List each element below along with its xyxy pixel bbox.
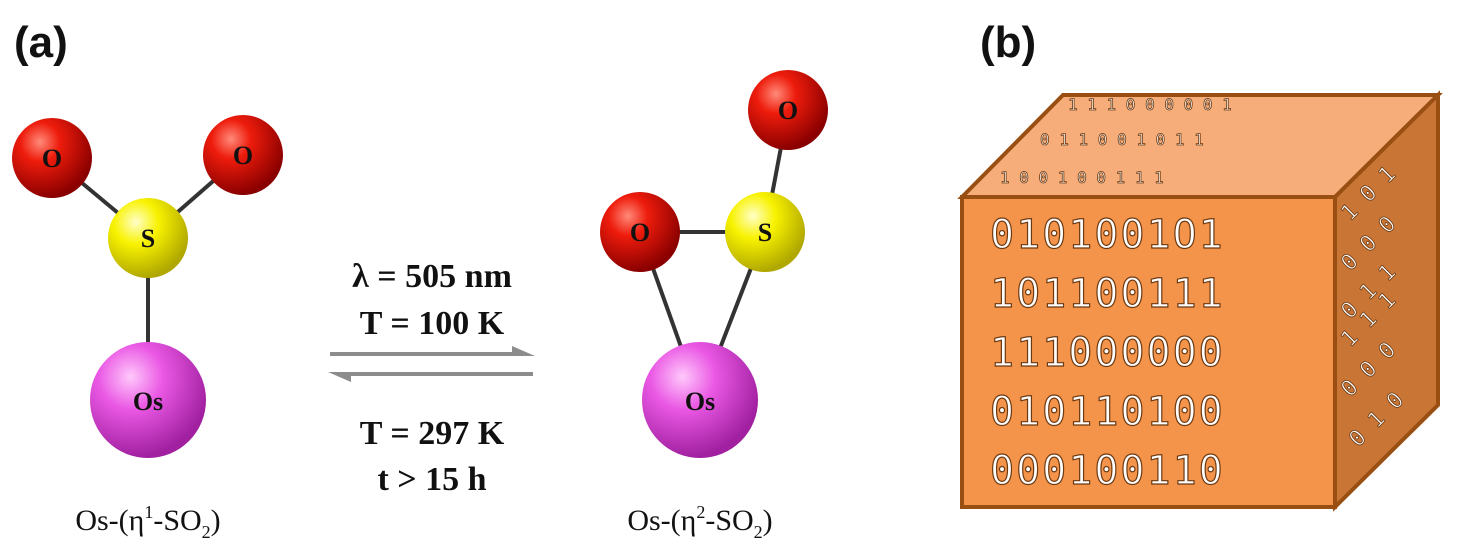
panel-label-a: (a) xyxy=(14,18,68,67)
cube-front-row: 010110100 xyxy=(990,389,1225,435)
reverse-time: t > 15 h xyxy=(377,461,486,498)
atom-label-s: S xyxy=(141,224,155,253)
binary-data-cube: 1 1 1 0 0 0 0 0 1 0 1 1 0 0 1 0 1 1 1 0 … xyxy=(957,90,1443,512)
atom-label-o: O xyxy=(233,141,253,170)
reverse-arrow xyxy=(328,372,533,382)
cube-front-face xyxy=(960,195,1337,509)
reverse-temperature: T = 297 K xyxy=(360,415,505,452)
forward-arrow xyxy=(330,346,535,356)
atom-label-o: O xyxy=(630,218,650,247)
forward-temperature: T = 100 K xyxy=(360,305,505,342)
forward-wavelength: λ = 505 nm xyxy=(352,258,512,295)
cube-top-row: 0 1 1 0 0 1 0 1 1 xyxy=(1040,130,1204,149)
oxygen-atom xyxy=(748,70,828,150)
osmium-atom xyxy=(90,342,206,458)
right-species-caption: Os-(η2-SO2) xyxy=(627,502,772,542)
left-species-caption: Os-(η1-SO2) xyxy=(75,502,220,542)
cube-front-row: 0101001O1 xyxy=(990,212,1225,258)
left-molecule: O O S Os xyxy=(12,115,283,458)
atom-label-os: Os xyxy=(685,387,715,416)
atom-label-o: O xyxy=(778,96,798,125)
cube-front-row: 111000000 xyxy=(990,330,1225,376)
cube-front-row: 000100110 xyxy=(990,448,1225,494)
atom-label-os: Os xyxy=(133,387,163,416)
atom-label-s: S xyxy=(758,218,772,247)
sulfur-atom xyxy=(108,198,188,278)
oxygen-atom xyxy=(12,118,92,198)
right-molecule: O O S Os xyxy=(600,70,828,458)
osmium-atom xyxy=(642,342,758,458)
sulfur-atom xyxy=(725,192,805,272)
cube-top-row: 1 0 0 1 0 0 1 1 1 xyxy=(1000,168,1164,187)
oxygen-atom xyxy=(600,192,680,272)
atom-label-o: O xyxy=(42,144,62,173)
cube-front-row: 101100111 xyxy=(990,271,1225,317)
panel-label-b: (b) xyxy=(980,18,1037,67)
cube-top-row: 1 1 1 0 0 0 0 0 1 xyxy=(1068,95,1232,114)
oxygen-atom xyxy=(203,115,283,195)
equilibrium-arrows xyxy=(328,346,535,382)
